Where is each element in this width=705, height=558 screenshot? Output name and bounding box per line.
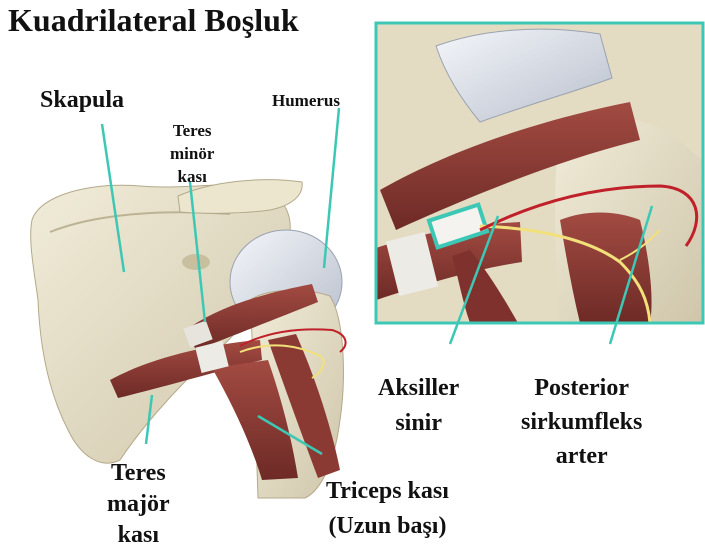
label-aksiller-line-2: sinir bbox=[378, 406, 459, 441]
label-posterior-arter: Posterior sirkumfleks arter bbox=[521, 371, 642, 473]
label-triceps: Triceps kası (Uzun başı) bbox=[326, 474, 449, 544]
label-teres-major-line-1: Teres bbox=[107, 458, 170, 489]
label-humerus: Humerus bbox=[272, 92, 340, 109]
inset-view bbox=[376, 23, 703, 323]
label-posterior-line-1: Posterior bbox=[521, 371, 642, 405]
label-aksiller-line-1: Aksiller bbox=[378, 371, 459, 406]
label-triceps-line-1: Triceps kası bbox=[326, 474, 449, 509]
label-aksiller-sinir: Aksiller sinir bbox=[378, 371, 459, 441]
diagram-title: Kuadrilateral Boşluk bbox=[8, 4, 299, 36]
leader-humerus bbox=[324, 108, 339, 268]
label-posterior-line-3: arter bbox=[521, 439, 642, 473]
label-teres-minor-line-1: Teres bbox=[170, 119, 214, 142]
label-teres-minor-line-2: minör bbox=[170, 142, 214, 165]
label-teres-major-line-2: majör bbox=[107, 489, 170, 520]
label-posterior-line-2: sirkumfleks bbox=[521, 405, 642, 439]
label-teres-major-line-3: kası bbox=[107, 520, 170, 551]
label-triceps-line-2: (Uzun başı) bbox=[326, 509, 449, 544]
label-teres-minor: Teres minör kası bbox=[170, 119, 214, 188]
label-teres-major: Teres majör kası bbox=[107, 458, 170, 551]
label-skapula: Skapula bbox=[40, 88, 124, 112]
label-teres-minor-line-3: kası bbox=[170, 165, 214, 188]
